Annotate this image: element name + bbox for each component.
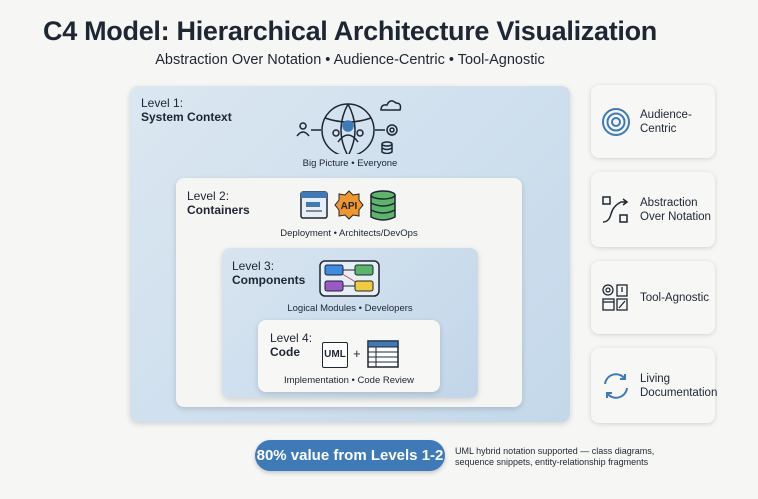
- level-name: Code: [270, 345, 300, 359]
- value-highlight-badge: 80% value from Levels 1-2: [255, 440, 445, 471]
- table-icon: [367, 340, 399, 368]
- level-label: Level 3:: [232, 259, 275, 273]
- level-label: Level 2:: [187, 189, 230, 203]
- level-4-code: Level 4:Code UML + Implementation • Code…: [258, 320, 440, 392]
- level-caption: Logical Modules • Developers: [287, 303, 413, 314]
- page-subtitle: Abstraction Over Notation • Audience-Cen…: [155, 52, 545, 68]
- principle-card-living-documentation: Living Documentation: [591, 348, 718, 423]
- flow-icon: [602, 195, 629, 223]
- uml-note: UML hybrid notation supported — class di…: [455, 446, 655, 467]
- principle-label: Abstraction Over Notation: [640, 196, 711, 223]
- level-label: Level 1:: [141, 96, 184, 110]
- plus-sign: +: [353, 346, 361, 361]
- components-icon: [319, 260, 380, 297]
- principle-label: Audience-Centric: [640, 108, 692, 135]
- level-caption: Big Picture • Everyone: [302, 158, 398, 169]
- tools-icon: [602, 283, 628, 311]
- principle-card-abstraction: Abstraction Over Notation: [591, 172, 715, 247]
- api-icon: API: [334, 190, 364, 220]
- level-name: Components: [232, 273, 306, 287]
- level-caption: Implementation • Code Review: [283, 375, 415, 386]
- database-icon: [370, 190, 396, 221]
- refresh-icon: [604, 372, 628, 399]
- target-icon: [602, 107, 630, 136]
- page-title: C4 Model: Hierarchical Architecture Visu…: [43, 16, 657, 46]
- level-label: Level 4:: [270, 331, 313, 345]
- uml-icon: UML: [322, 342, 348, 368]
- principle-label: Living Documentation: [640, 372, 718, 399]
- system-context-globe-icon: [296, 100, 402, 154]
- api-label: API: [341, 201, 358, 212]
- level-name: System Context: [141, 110, 232, 124]
- level-caption: Deployment • Architects/DevOps: [280, 228, 418, 239]
- principle-label: Tool-Agnostic: [640, 291, 710, 304]
- web-app-icon: [300, 191, 328, 219]
- level-name: Containers: [187, 203, 250, 217]
- principle-card-tool-agnostic: Tool-Agnostic: [591, 261, 715, 334]
- principle-card-audience-centric: Audience-Centric: [591, 85, 715, 158]
